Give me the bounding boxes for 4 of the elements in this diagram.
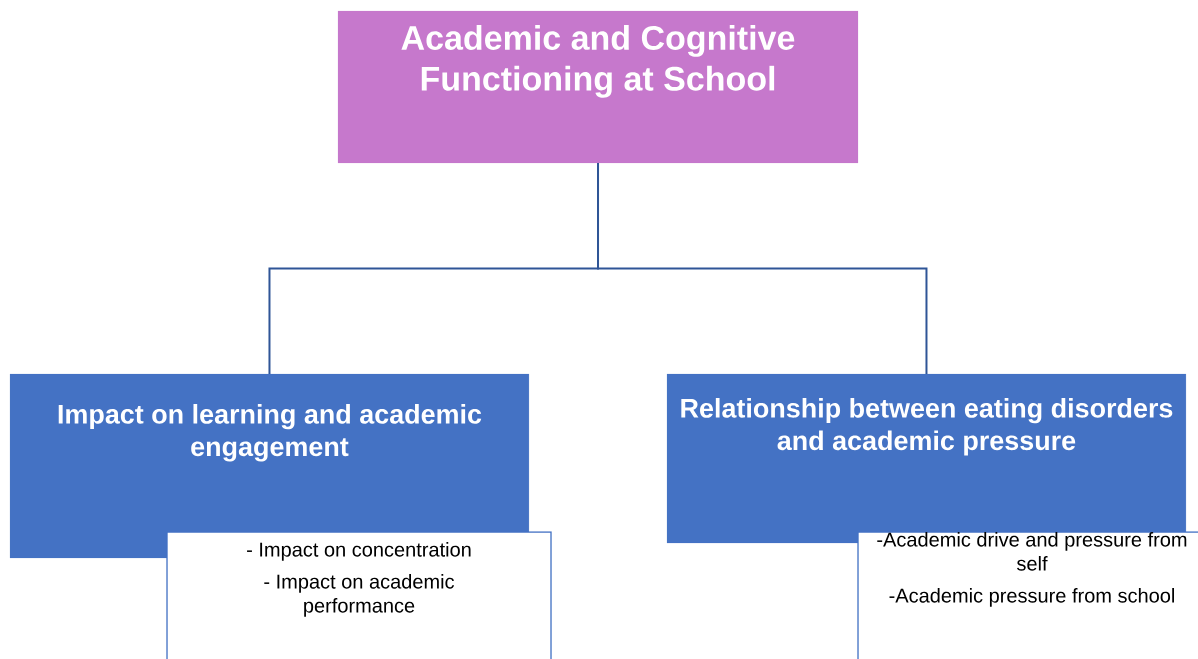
- heading-box: Academic and Cognitive Functioning at School: [337, 10, 859, 164]
- detail-box: -Academic drive and pressure from self -Academic pressure from school: [857, 531, 1198, 659]
- connector-line: [597, 162, 928, 375]
- detail-box: - Impact on concentration - Impact on academic performance: [166, 531, 552, 659]
